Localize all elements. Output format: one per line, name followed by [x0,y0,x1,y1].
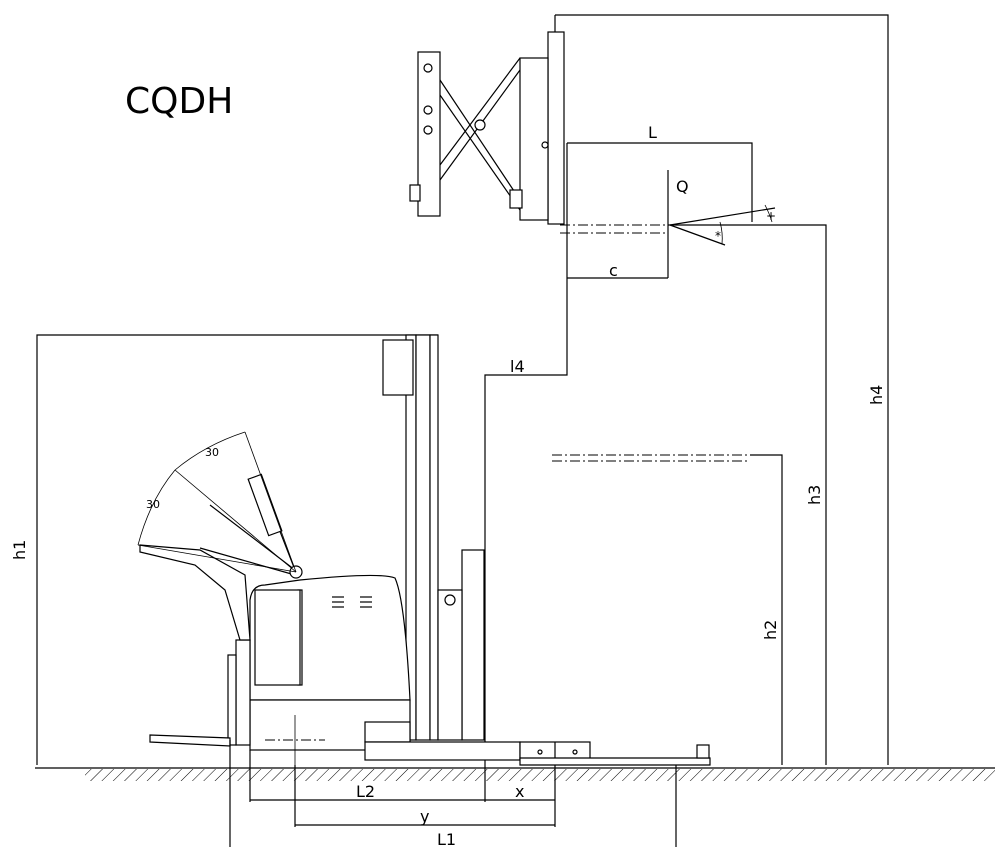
dimension-l4: l4 [484,143,568,765]
label-c: c [609,261,618,280]
dimension-Q-c: Q c [560,170,689,280]
label-h2: h2 [761,620,780,640]
vent-marks [332,596,372,608]
label-y: y [420,807,429,826]
dimension-h2: h2 [552,454,783,765]
tiller-angle-1: 30 [205,446,219,459]
dimension-h4: h4 [554,14,889,765]
truck-body [249,574,521,765]
fork-tilt-angles: + * [669,204,776,246]
label-h4: h4 [867,385,886,405]
label-h1: h1 [10,540,29,560]
dimension-h3: h3 [668,224,827,765]
tilt-down-mark: * [715,229,721,243]
label-L2: L2 [356,782,375,801]
label-L: L [648,123,657,142]
label-L1: L1 [437,830,456,847]
dimension-L: L [567,123,753,222]
model-title: CQDH [125,81,233,122]
label-Q: Q [676,177,689,196]
ground [35,767,995,781]
tiller-angle-2: 30 [146,498,160,511]
straddle-legs [519,741,711,766]
operator-arm [139,473,303,747]
bottom-dimensions: L2 x y L1 [229,740,677,847]
label-l4: l4 [510,357,525,376]
label-x: x [515,782,524,801]
raised-carriage [409,31,565,225]
tiller-angle-arcs: 30 30 [137,431,297,573]
dimension-h1: h1 [10,334,438,765]
label-h3: h3 [805,485,824,505]
tilt-up-mark: + [766,209,776,223]
mast [382,334,485,741]
